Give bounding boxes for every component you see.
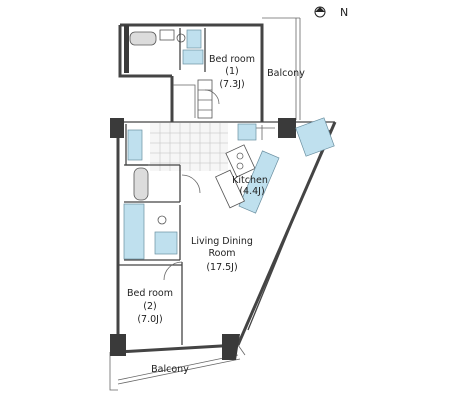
kitchen-counter-top [295,117,335,157]
washbasin-2 [154,231,178,255]
bedroom2-name: Bed room [127,288,173,299]
bathroom-top [129,28,206,72]
room-labels: Bed room (1) (7.3J) Balcony Kitchen (4.4… [127,54,305,375]
kitchen-stove [225,144,256,178]
compass-north-label: N [340,6,348,19]
column-bottom-left [110,334,126,356]
living-line1: Living Dining [191,236,253,247]
outer-walls [116,23,337,354]
structural-columns [110,25,296,360]
compass: N [314,6,348,19]
washbasin [182,49,204,65]
bathtub [129,31,157,46]
door-swings [163,89,220,281]
kitchen-island [238,150,280,214]
kitchen-name: Kitchen [232,175,268,186]
balcony-top-railing [262,17,301,120]
hallway-tiles [150,123,228,171]
kitchen-size: (4.4J) [239,186,264,197]
kitchen-fixtures [215,117,335,214]
column-top-left [110,118,124,138]
living-line2: Room [208,248,235,259]
bathroom-middle [123,164,181,261]
column-top-right [278,118,296,138]
balcony-bottom [109,344,246,391]
closet-bedroom1 [173,79,213,119]
bedroom2-number: (2) [143,301,156,312]
column-bottom-right [222,334,240,360]
bedroom2-size: (7.0J) [137,314,162,325]
living-size: (17.5J) [206,262,237,273]
balcony-top-label: Balcony [267,68,305,79]
bedroom1-name: Bed room [209,54,255,65]
column-top-block [124,25,129,73]
entrance [125,124,148,166]
bathtub-2 [133,167,149,201]
bedroom1-number: (1) [225,66,238,77]
balcony-bottom-label: Balcony [151,364,189,375]
bedroom1-size: (7.3J) [219,79,244,90]
